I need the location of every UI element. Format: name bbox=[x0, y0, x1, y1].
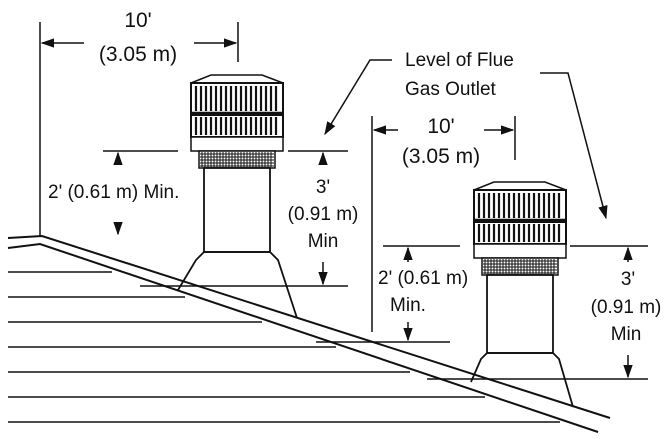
left-ridge-clearance-label: 2' (0.61 m) Min. bbox=[48, 182, 179, 203]
right-height-m-label: (0.91 m) bbox=[591, 297, 662, 318]
vent-cap-right bbox=[470, 181, 574, 408]
vent-pipe bbox=[203, 167, 271, 253]
right-ridge-min-label: Min. bbox=[390, 295, 426, 316]
vent-cap-top bbox=[190, 74, 284, 84]
gas-outlet-label: Gas Outlet bbox=[405, 79, 497, 100]
left-height-ft-label: 3' bbox=[316, 177, 330, 198]
right-ridge-clearance-label: 2' (0.61 m) bbox=[378, 268, 468, 289]
roof-flashing bbox=[177, 251, 298, 319]
right-spacing-m-label: (3.05 m) bbox=[402, 145, 480, 168]
roof bbox=[7, 234, 611, 433]
left-spacing-m-label: (3.05 m) bbox=[99, 43, 177, 66]
right-height-min-label: Min bbox=[611, 324, 642, 345]
roof-slope-outer bbox=[7, 234, 611, 419]
leader-line-left bbox=[324, 59, 392, 136]
left-spacing-ft-label: 10' bbox=[124, 9, 151, 32]
vent-cap-left bbox=[177, 74, 298, 319]
right-height-ft-label: 3' bbox=[621, 269, 635, 290]
leader-line-right bbox=[540, 72, 608, 220]
left-height-min-label: Min bbox=[308, 231, 339, 252]
left-dimensions bbox=[39, 22, 348, 287]
level-of-flue-label: Level of Flue bbox=[405, 50, 514, 71]
roof-siding-lines bbox=[8, 271, 560, 423]
right-dimensions bbox=[316, 59, 648, 380]
roof-slope-inner bbox=[7, 242, 599, 433]
right-spacing-ft-label: 10' bbox=[427, 115, 454, 138]
left-height-m-label: (0.91 m) bbox=[288, 204, 359, 225]
